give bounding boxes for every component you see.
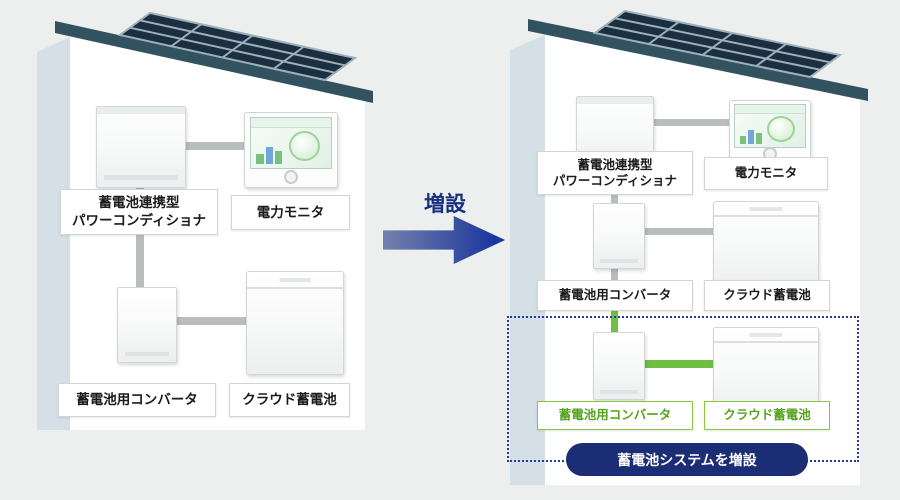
label-battery-converter: 蓄電池用コンバータ: [58, 383, 216, 417]
cable-converter-to-battery: [645, 228, 713, 235]
monitor-screen: [734, 104, 806, 149]
house-roof: [528, 19, 868, 101]
expansion-arrow-icon: [383, 216, 505, 264]
label-power-conditioner: 蓄電池連携型 パワーコンディショナ: [537, 151, 693, 195]
label-power-monitor: 電力モニタ: [704, 157, 828, 190]
cable-added-converter-to-battery: [645, 360, 713, 368]
house-roof: [55, 21, 373, 103]
house-side-wall: [510, 35, 545, 485]
cable-converter-to-battery: [176, 317, 248, 325]
label-power-conditioner-line1: 蓄電池連携型: [577, 157, 653, 172]
monitor-bar-chart: [256, 142, 283, 164]
house-side-wall: [37, 37, 70, 430]
monitor-screen: [249, 116, 333, 169]
label-battery-converter: 蓄電池用コンバータ: [537, 280, 693, 311]
monitor-gauge: [767, 116, 796, 142]
label-added-cloud-battery: クラウド蓄電池: [704, 401, 830, 430]
power-monitor-device: [729, 100, 811, 164]
cable-conditioner-to-monitor: [182, 142, 246, 150]
solar-panel-grid: [129, 19, 346, 74]
label-power-conditioner-line1: 蓄電池連携型: [98, 195, 180, 211]
monitor-gauge: [288, 130, 321, 161]
label-cloud-battery: クラウド蓄電池: [704, 280, 830, 311]
cable-to-added-converter: [611, 302, 618, 335]
monitor-screen-header: [735, 105, 805, 114]
expansion-arrow-label: 増設: [424, 193, 466, 216]
solar-panel-grid: [604, 17, 831, 71]
battery-converter-device: [117, 287, 177, 363]
label-power-conditioner: 蓄電池連携型 パワーコンディショナ: [60, 189, 218, 235]
label-power-monitor: 電力モニタ: [231, 195, 350, 230]
cable-conditioner-to-monitor: [650, 119, 730, 126]
added-system-caption: 蓄電池システムを増設: [566, 443, 808, 476]
power-monitor-device: [244, 112, 338, 188]
solar-panel: [592, 9, 843, 79]
cable-conditioner-to-converter: [136, 184, 144, 292]
monitor-screen-header: [250, 117, 332, 128]
label-cloud-battery: クラウド蓄電池: [229, 383, 350, 417]
label-power-conditioner-line2: パワーコンディショナ: [71, 213, 207, 228]
monitor-bar-chart: [739, 125, 763, 144]
power-conditioner-device: [96, 106, 186, 188]
monitor-home-button: [284, 170, 298, 185]
label-added-battery-converter: 蓄電池用コンバータ: [537, 401, 693, 430]
battery-converter-device: [593, 203, 645, 269]
label-power-conditioner-line2: パワーコンディショナ: [552, 174, 678, 188]
cloud-battery-device: [246, 271, 344, 375]
cloud-battery-device: [713, 201, 819, 289]
solar-panel: [117, 11, 358, 82]
added-battery-converter-device: [593, 332, 645, 400]
